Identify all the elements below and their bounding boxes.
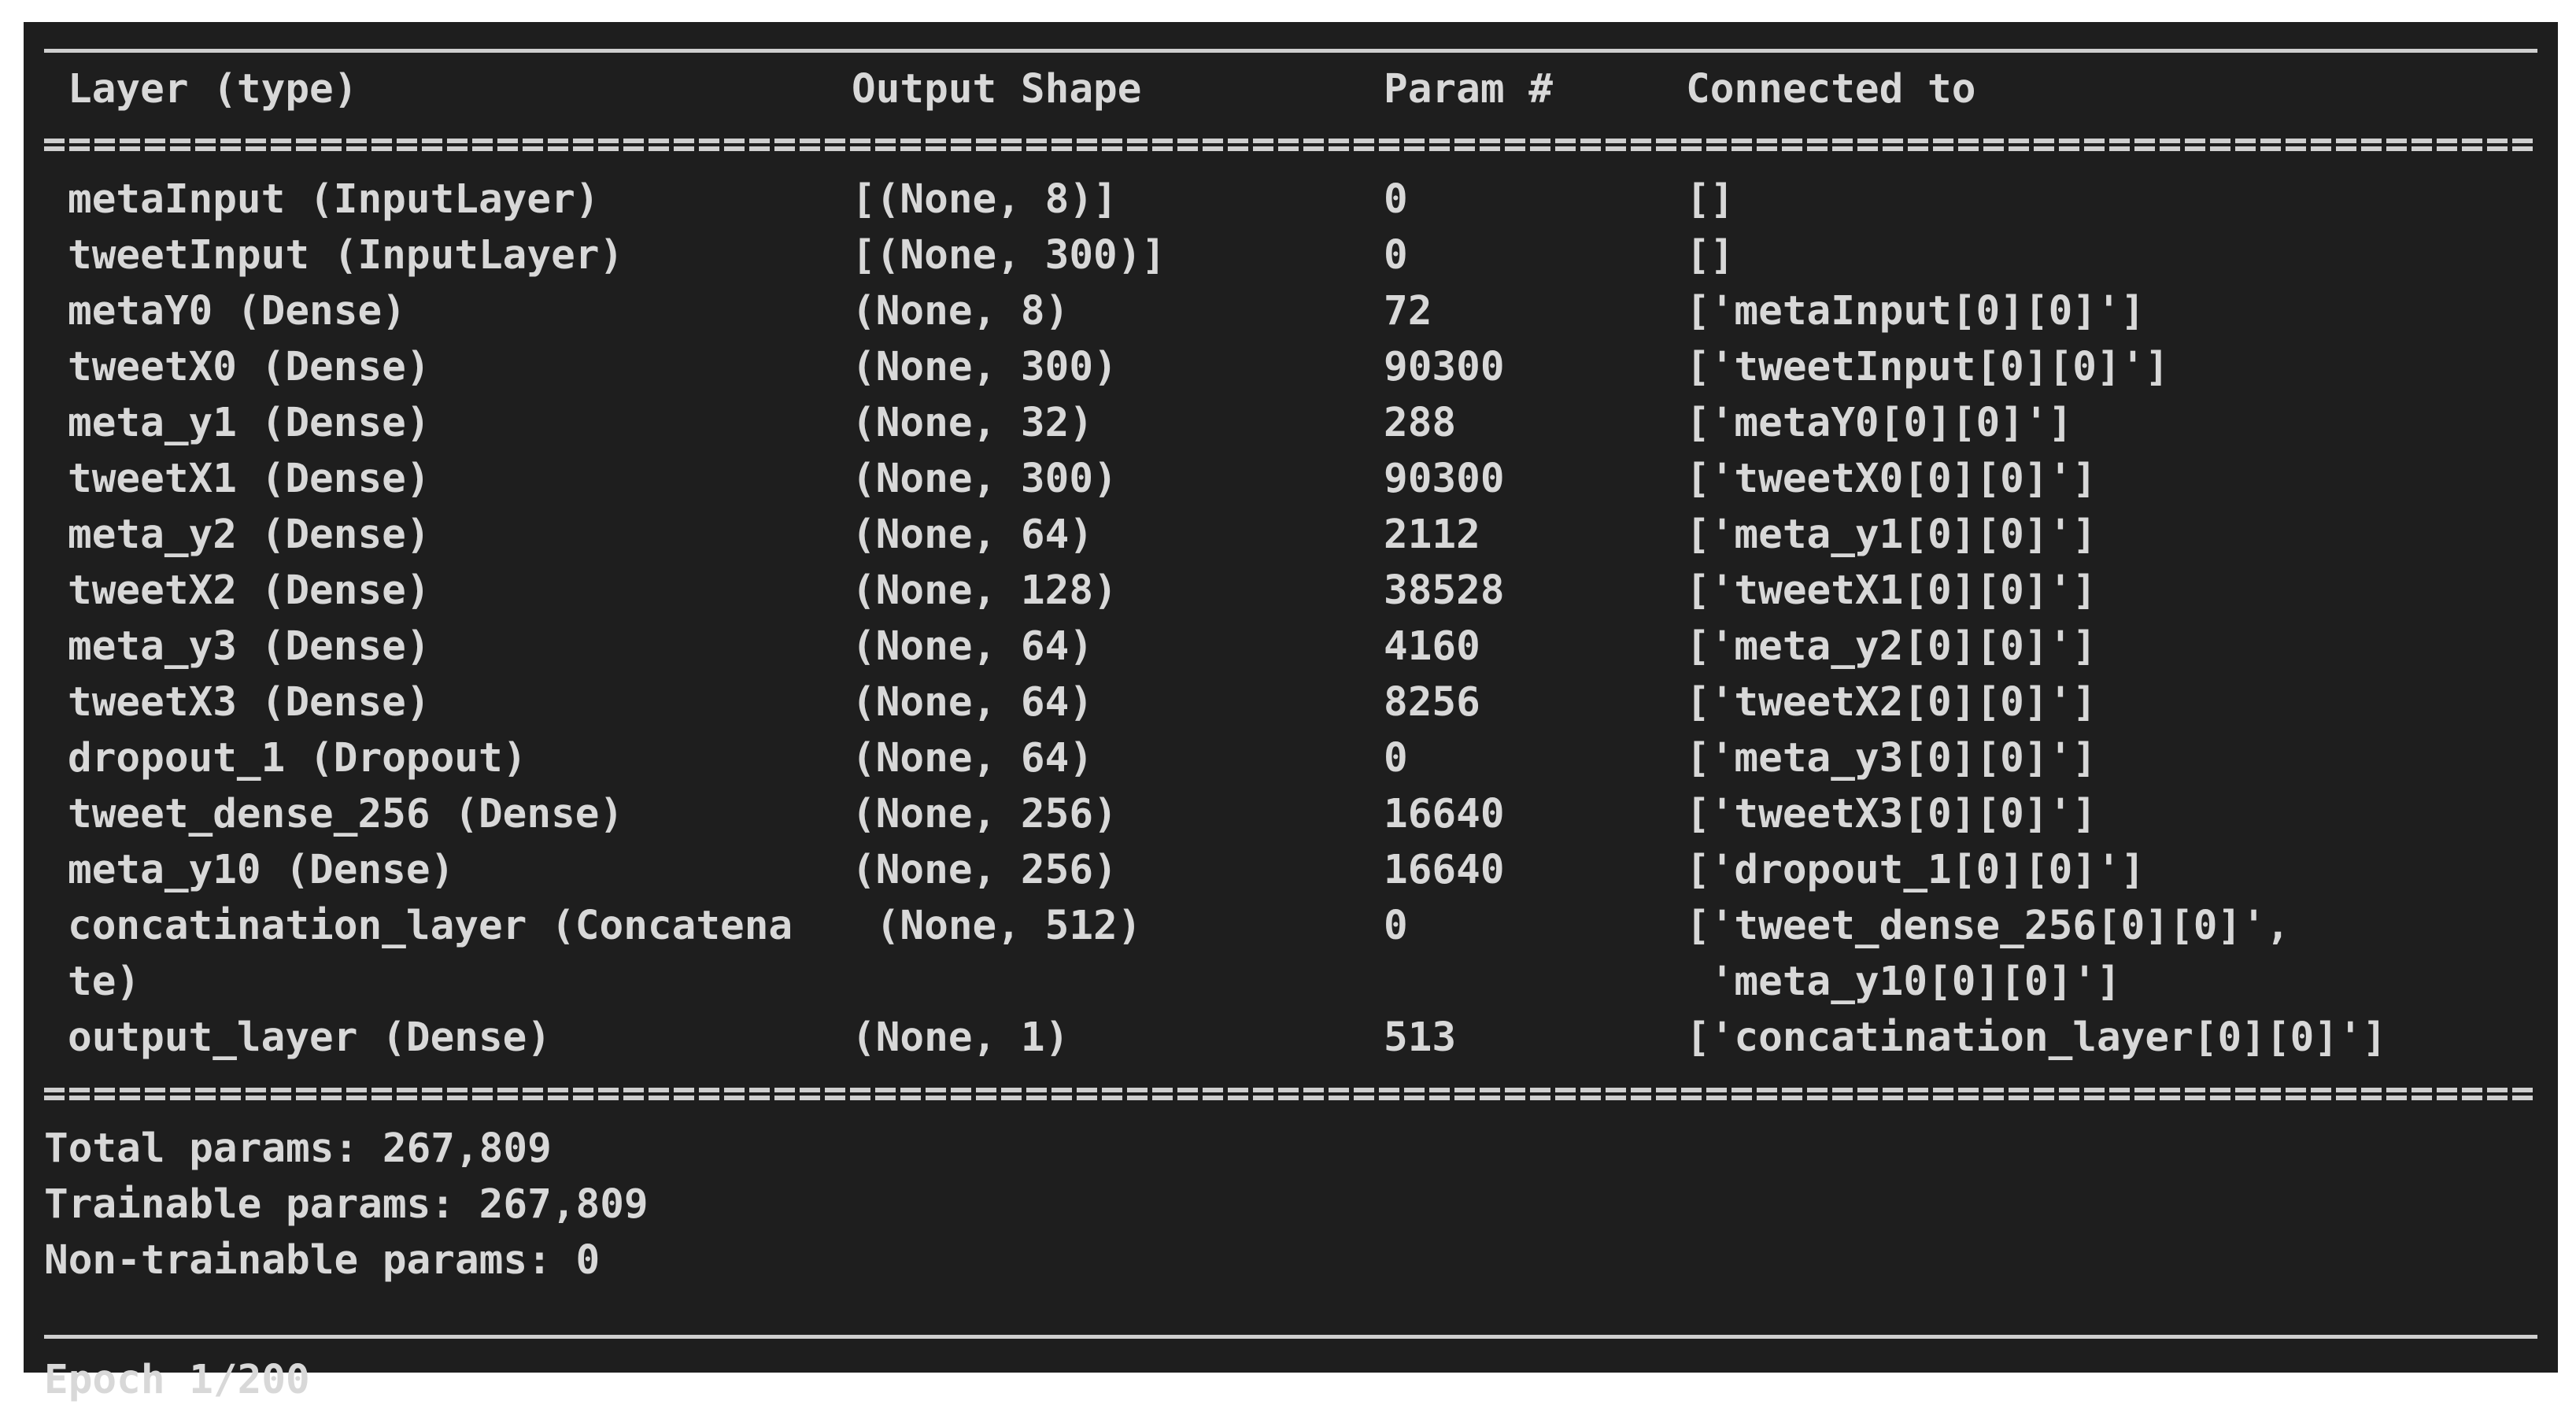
connected-to: ['metaInput[0][0]'] xyxy=(1686,288,2145,334)
output-shape: (None, 256) xyxy=(852,847,1118,893)
layer-name: metaY0 (Dense) xyxy=(68,288,406,334)
output-shape: (None, 64) xyxy=(852,679,1094,726)
output-shape: (None, 300) xyxy=(852,344,1118,390)
layer-name: tweet_dense_256 (Dense) xyxy=(68,791,624,837)
connected-to: ['tweetX0[0][0]'] xyxy=(1686,456,2097,502)
table-row: tweetX2 (Dense) (None, 128) 38528 ['twee… xyxy=(24,563,2558,619)
layer-name: dropout_1 (Dropout) xyxy=(68,735,527,782)
output-shape: (None, 64) xyxy=(852,735,1094,782)
output-shape: [(None, 300)] xyxy=(852,232,1166,279)
table-row: metaY0 (Dense) (None, 8) 72 ['metaInput[… xyxy=(24,283,2558,339)
param-count: 288 xyxy=(1384,400,1457,446)
layer-name: meta_y10 (Dense) xyxy=(68,847,455,893)
header-layer: Layer (type) xyxy=(68,66,358,113)
connected-to: ['tweetX3[0][0]'] xyxy=(1686,791,2097,837)
output-shape: [(None, 8)] xyxy=(852,176,1118,223)
connected-to: ['concatination_layer[0][0]'] xyxy=(1686,1014,2387,1061)
table-header: Layer (type) Output Shape Param # Connec… xyxy=(24,61,2558,117)
param-count: 0 xyxy=(1384,735,1408,782)
layer-name: tweetX0 (Dense) xyxy=(68,344,431,390)
terminal-output: Layer (type) Output Shape Param # Connec… xyxy=(24,22,2558,1403)
layer-name: meta_y3 (Dense) xyxy=(68,623,431,670)
table-row: meta_y2 (Dense) (None, 64) 2112 ['meta_y… xyxy=(24,507,2558,563)
connected-to: [] xyxy=(1686,232,1735,279)
output-shape: (None, 512) xyxy=(852,903,1142,949)
table-row: tweetInput (InputLayer) [(None, 300)] 0 … xyxy=(24,227,2558,283)
layer-name: metaInput (InputLayer) xyxy=(68,176,600,223)
layer-name: tweetInput (InputLayer) xyxy=(68,232,624,279)
param-count: 16640 xyxy=(1384,847,1505,893)
table-row: tweetX3 (Dense) (None, 64) 8256 ['tweetX… xyxy=(24,674,2558,730)
layer-name: tweetX2 (Dense) xyxy=(68,567,431,614)
param-count: 0 xyxy=(1384,232,1408,279)
connected-to: ['tweet_dense_256[0][0]', xyxy=(1686,903,2290,949)
output-shape: (None, 128) xyxy=(852,567,1118,614)
table-row: meta_y1 (Dense) (None, 32) 288 ['metaY0[… xyxy=(24,395,2558,451)
bottom-rule xyxy=(44,1335,2537,1339)
output-shape: (None, 8) xyxy=(852,288,1070,334)
epoch-progress: Epoch 1/200 xyxy=(44,1357,310,1403)
param-count: 4160 xyxy=(1384,623,1480,670)
param-count: 8256 xyxy=(1384,679,1480,726)
output-shape: (None, 64) xyxy=(852,512,1094,558)
header-param: Param # xyxy=(1384,66,1553,113)
connected-to: ['tweetX2[0][0]'] xyxy=(1686,679,2097,726)
param-count: 0 xyxy=(1384,176,1408,223)
table-row: meta_y10 (Dense) (None, 256) 16640 ['dro… xyxy=(24,842,2558,898)
table-row: tweet_dense_256 (Dense) (None, 256) 1664… xyxy=(24,786,2558,842)
table-row: te) 'meta_y10[0][0]'] xyxy=(24,954,2558,1010)
connected-to: ['tweetX1[0][0]'] xyxy=(1686,567,2097,614)
connected-to: ['dropout_1[0][0]'] xyxy=(1686,847,2145,893)
param-count: 513 xyxy=(1384,1014,1457,1061)
header-separator xyxy=(44,139,2537,151)
summary-separator xyxy=(44,1088,2537,1100)
connected-to: ['tweetInput[0][0]'] xyxy=(1686,344,2170,390)
trainable-params: Trainable params: 267,809 xyxy=(44,1181,649,1228)
output-shape: (None, 300) xyxy=(852,456,1118,502)
connected-to: ['meta_y3[0][0]'] xyxy=(1686,735,2097,782)
connected-to: ['meta_y2[0][0]'] xyxy=(1686,623,2097,670)
param-count: 38528 xyxy=(1384,567,1505,614)
layer-name: meta_y1 (Dense) xyxy=(68,400,431,446)
table-row: concatination_layer (Concatena (None, 51… xyxy=(24,898,2558,954)
output-shape: (None, 64) xyxy=(852,623,1094,670)
param-count: 90300 xyxy=(1384,344,1505,390)
param-count: 2112 xyxy=(1384,512,1480,558)
table-row: meta_y3 (Dense) (None, 64) 4160 ['meta_y… xyxy=(24,619,2558,674)
table-row: tweetX0 (Dense) (None, 300) 90300 ['twee… xyxy=(24,339,2558,395)
layer-name: tweetX3 (Dense) xyxy=(68,679,431,726)
layer-name: meta_y2 (Dense) xyxy=(68,512,431,558)
top-rule xyxy=(44,49,2537,53)
layer-name: output_layer (Dense) xyxy=(68,1014,552,1061)
connected-to: ['meta_y1[0][0]'] xyxy=(1686,512,2097,558)
param-count: 90300 xyxy=(1384,456,1505,502)
output-shape: (None, 1) xyxy=(852,1014,1070,1061)
header-output-shape: Output Shape xyxy=(852,66,1142,113)
connected-to: [] xyxy=(1686,176,1735,223)
header-connected-to: Connected to xyxy=(1686,66,1976,113)
total-params: Total params: 267,809 xyxy=(44,1125,552,1172)
table-row: output_layer (Dense) (None, 1) 513 ['con… xyxy=(24,1010,2558,1066)
output-shape: (None, 32) xyxy=(852,400,1094,446)
layer-name: te) xyxy=(68,959,141,1005)
table-row: metaInput (InputLayer) [(None, 8)] 0 [] xyxy=(24,172,2558,227)
param-count: 0 xyxy=(1384,903,1408,949)
output-shape: (None, 256) xyxy=(852,791,1118,837)
layer-name: concatination_layer (Concatena xyxy=(68,903,793,949)
connected-to: ['metaY0[0][0]'] xyxy=(1686,400,2073,446)
table-row: tweetX1 (Dense) (None, 300) 90300 ['twee… xyxy=(24,451,2558,507)
connected-to: 'meta_y10[0][0]'] xyxy=(1686,959,2121,1005)
layer-name: tweetX1 (Dense) xyxy=(68,456,431,502)
param-count: 72 xyxy=(1384,288,1432,334)
param-count: 16640 xyxy=(1384,791,1505,837)
table-row: dropout_1 (Dropout) (None, 64) 0 ['meta_… xyxy=(24,730,2558,786)
non-trainable-params: Non-trainable params: 0 xyxy=(44,1237,601,1284)
